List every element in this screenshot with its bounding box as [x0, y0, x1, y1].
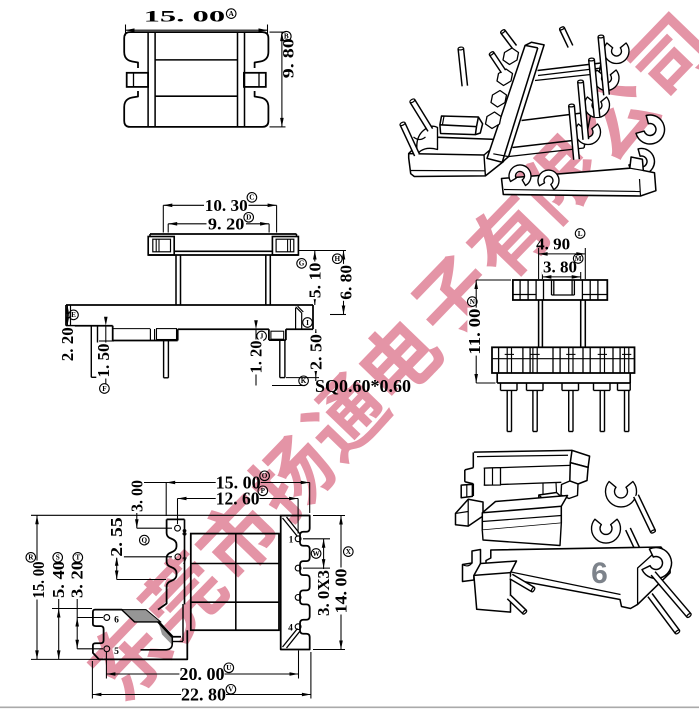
- svg-text:20. 00: 20. 00: [179, 664, 224, 684]
- svg-text:12. 60: 12. 60: [216, 489, 260, 509]
- svg-text:I: I: [306, 319, 309, 327]
- svg-text:G: G: [299, 260, 305, 268]
- svg-text:11. 00: 11. 00: [465, 309, 484, 355]
- svg-text:4. 90: 4. 90: [536, 235, 570, 254]
- svg-text:3. 20: 3. 20: [68, 561, 87, 598]
- svg-text:H: H: [335, 255, 341, 263]
- svg-text:5. 40: 5. 40: [49, 561, 68, 598]
- svg-text:B: B: [284, 33, 289, 41]
- svg-text:2. 50: 2. 50: [306, 334, 325, 370]
- svg-text:22. 80: 22. 80: [181, 685, 226, 705]
- svg-text:S: S: [56, 554, 60, 562]
- svg-text:SQ0.60*0.60: SQ0.60*0.60: [315, 376, 411, 396]
- svg-text:3. 80: 3. 80: [543, 258, 577, 277]
- svg-text:9. 80: 9. 80: [280, 38, 297, 78]
- svg-text:K: K: [301, 377, 307, 385]
- svg-text:15. 00: 15. 00: [144, 8, 226, 25]
- svg-text:2. 55: 2. 55: [107, 517, 126, 556]
- svg-text:9. 20: 9. 20: [208, 214, 245, 233]
- svg-text:15. 00: 15. 00: [216, 473, 261, 493]
- svg-text:Q: Q: [142, 536, 148, 544]
- svg-text:10. 30: 10. 30: [205, 196, 248, 215]
- svg-text:P: P: [261, 487, 266, 495]
- svg-text:8: 8: [182, 529, 187, 539]
- svg-text:N: N: [470, 298, 476, 306]
- svg-text:J: J: [260, 332, 264, 340]
- svg-text:O: O: [262, 472, 268, 480]
- svg-text:1. 50: 1. 50: [94, 344, 113, 378]
- svg-text:6: 6: [114, 616, 119, 626]
- svg-text:5. 10: 5. 10: [305, 263, 324, 299]
- svg-text:X: X: [346, 548, 352, 556]
- svg-text:2. 20: 2. 20: [58, 327, 77, 361]
- svg-text:5: 5: [114, 647, 119, 657]
- svg-text:T: T: [75, 554, 80, 562]
- svg-text:1. 20: 1. 20: [247, 341, 266, 374]
- svg-text:A: A: [229, 10, 235, 18]
- svg-text:4: 4: [288, 624, 293, 634]
- svg-text:14. 00: 14. 00: [332, 569, 351, 614]
- svg-text:E: E: [71, 311, 76, 319]
- svg-text:3. 0X3: 3. 0X3: [314, 570, 333, 616]
- svg-text:7: 7: [182, 557, 187, 567]
- svg-text:U: U: [226, 664, 232, 672]
- svg-text:6: 6: [591, 557, 608, 590]
- svg-text:F: F: [102, 385, 107, 393]
- svg-text:D: D: [246, 214, 251, 222]
- svg-text:1: 1: [289, 536, 294, 546]
- svg-text:W: W: [313, 550, 321, 558]
- svg-text:V: V: [228, 686, 234, 694]
- svg-text:L: L: [578, 230, 583, 238]
- svg-text:M: M: [575, 255, 582, 263]
- svg-text:3. 00: 3. 00: [127, 480, 146, 512]
- svg-text:C: C: [249, 194, 254, 202]
- svg-text:R: R: [28, 554, 34, 562]
- svg-text:15. 00: 15. 00: [29, 562, 48, 599]
- svg-text:6. 80: 6. 80: [336, 265, 355, 300]
